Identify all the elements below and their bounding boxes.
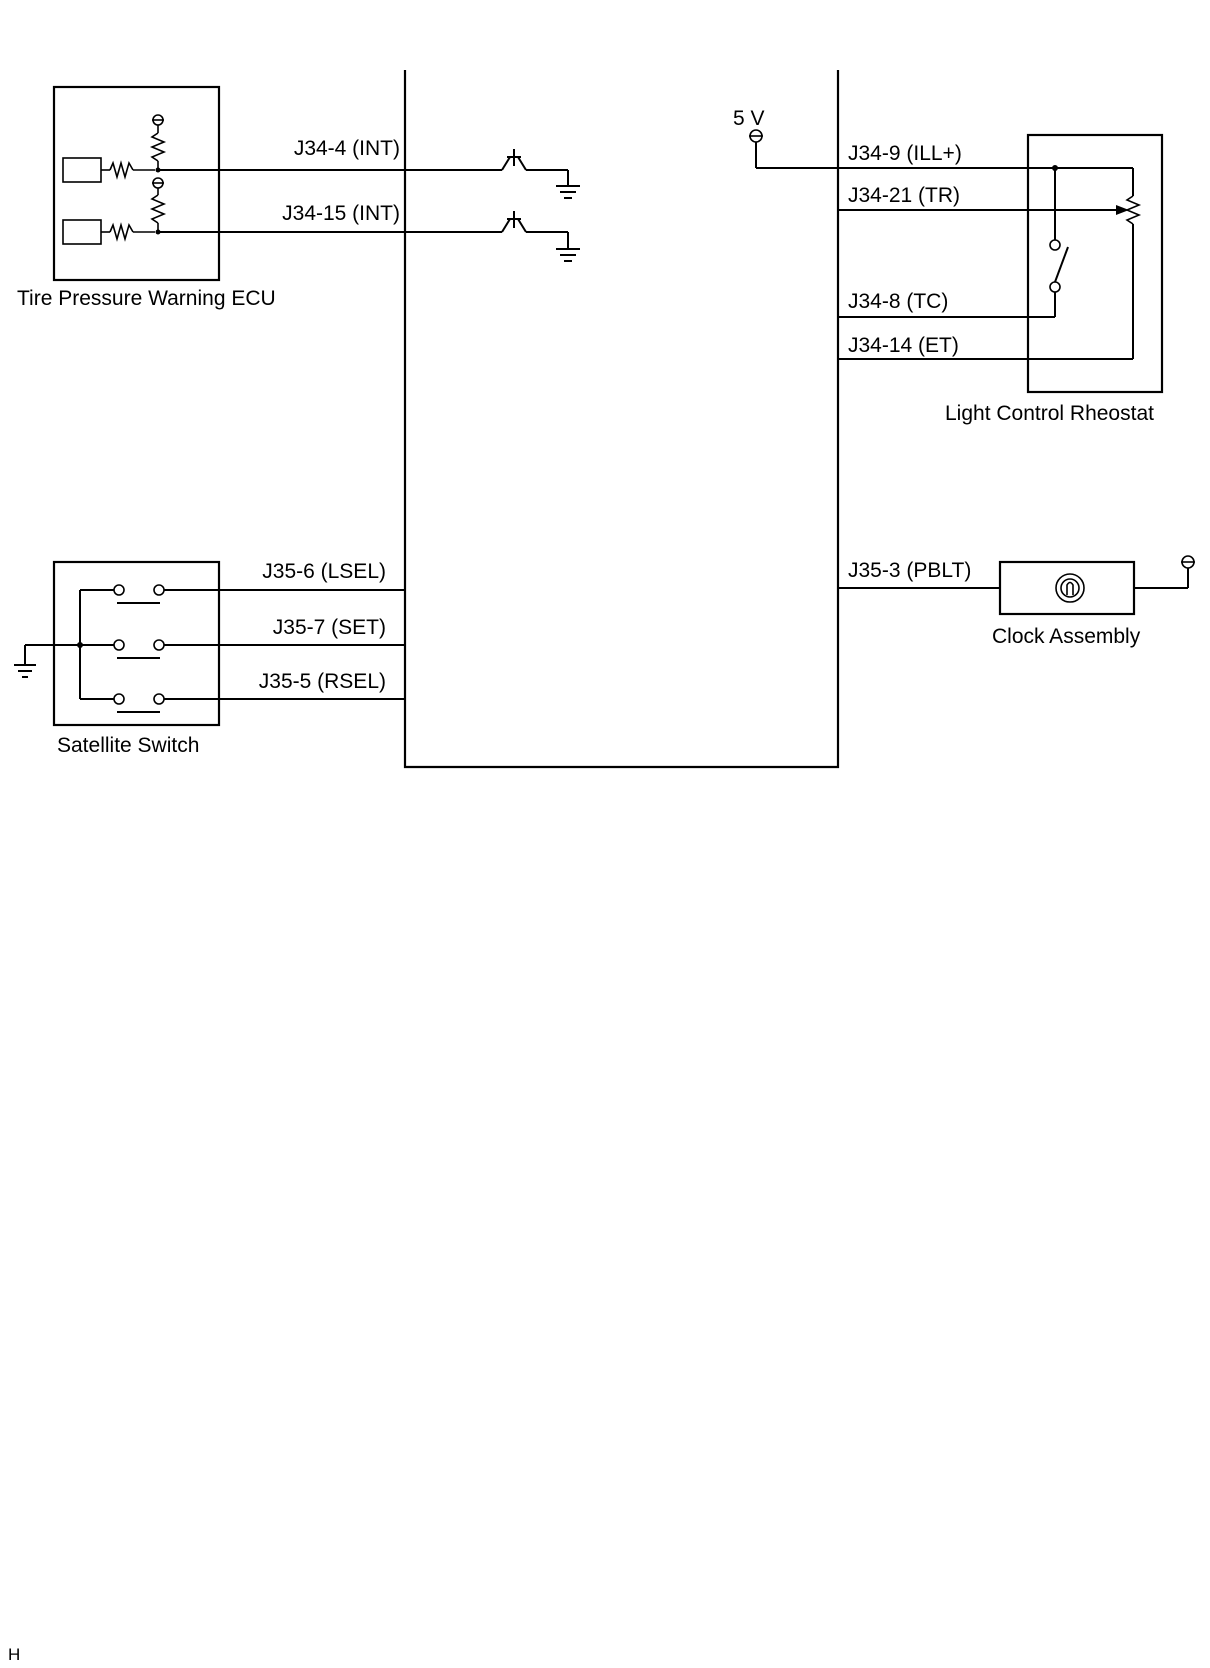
light-control-rheostat: Light Control Rheostat [838, 133, 1164, 425]
supply-5v: 5 V [733, 107, 838, 169]
transistor-int-2 [405, 211, 580, 262]
footer-code: H [8, 1645, 20, 1664]
pin-label-j34-15: J34-15 (INT) [282, 202, 400, 225]
clock-assembly-label: Clock Assembly [992, 625, 1141, 648]
rheostat-pin-labels: J34-9 (ILL+) J34-21 (TR) J34-8 (TC) J34-… [848, 142, 962, 357]
pin-label-j35-5: J35-5 (RSEL) [259, 670, 386, 693]
int-wires: J34-4 (INT) J34-15 (INT) [158, 137, 405, 233]
transistor-int-1 [405, 149, 580, 199]
satellite-pin-labels: J35-6 (LSEL) J35-7 (SET) J35-5 (RSEL) [259, 560, 386, 693]
main-unit [403, 70, 840, 769]
pin-label-j34-8: J34-8 (TC) [848, 290, 948, 313]
pin-label-j35-7: J35-7 (SET) [273, 616, 386, 639]
pin-label-j34-4: J34-4 (INT) [294, 137, 400, 160]
pin-label-j34-14: J34-14 (ET) [848, 334, 959, 357]
pin-label-j34-9: J34-9 (ILL+) [848, 142, 962, 165]
rheostat-label: Light Control Rheostat [945, 402, 1154, 425]
pin-label-j35-6: J35-6 (LSEL) [262, 560, 386, 583]
tire-pressure-warning-ecu: Tire Pressure Warning ECU [17, 85, 276, 310]
pin-label-j35-3: J35-3 (PBLT) [848, 559, 971, 582]
clock-assembly: J35-3 (PBLT) Clock Assembly [838, 555, 1195, 648]
satellite-switch-label: Satellite Switch [57, 734, 199, 757]
satellite-switch: Satellite Switch [14, 560, 405, 757]
pin-label-j34-21: J34-21 (TR) [848, 184, 960, 207]
supply-voltage-label: 5 V [733, 107, 765, 130]
tire-ecu-label: Tire Pressure Warning ECU [17, 287, 276, 310]
